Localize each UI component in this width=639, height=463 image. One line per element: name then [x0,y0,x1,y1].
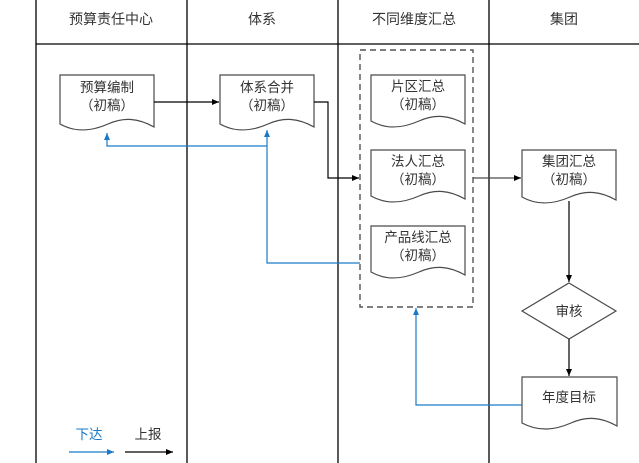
document-shape [370,225,466,279]
document-shape [219,74,315,131]
node-system-merge[interactable]: 体系合并 （初稿） [219,74,315,131]
node-sublabel: （初稿） [240,97,294,114]
node-label: 年度目标 [542,390,596,406]
node-sublabel: （初稿） [80,97,134,114]
node-label: 片区汇总 [391,79,445,95]
arrow-dimension-to-system [264,130,360,264]
document-shape [370,149,466,203]
lane-title-system: 体系 [248,12,276,28]
node-group-summary[interactable]: 集团汇总 （初稿） [521,149,617,204]
legend-down-label: 下达 [76,427,103,443]
down-flow-arrows [104,130,522,406]
node-label: 法人汇总 [391,154,445,170]
document-shape [521,149,617,204]
node-label: 体系合并 [240,80,294,96]
lane-title-budget-center: 预算责任中心 [69,12,153,28]
node-label: 集团汇总 [542,154,596,170]
node-label: 预算编制 [80,80,134,96]
node-sublabel: （初稿） [391,247,445,264]
node-product-summary[interactable]: 产品线汇总 （初稿） [370,225,466,279]
node-budget-draft[interactable]: 预算编制 （初稿） [59,74,155,131]
node-sublabel: （初稿） [542,171,596,188]
arrow-target-to-dimension [413,308,522,406]
lane-title-dimension-summary: 不同维度汇总 [372,12,456,28]
document-shape [521,376,618,430]
node-label: 产品线汇总 [384,230,452,246]
node-annual-target[interactable]: 年度目标 [521,376,618,430]
node-region-summary[interactable]: 片区汇总 （初稿） [370,74,466,128]
node-legal-summary[interactable]: 法人汇总 （初稿） [370,149,466,203]
lane-title-group: 集团 [550,11,578,28]
up-flow-arrows [154,99,572,376]
arrow-system-to-budget [104,133,267,147]
arrow-system-to-dimension [314,101,359,181]
document-shape [370,74,466,128]
node-review[interactable]: 审核 [520,282,618,340]
node-sublabel: （初稿） [391,171,445,188]
node-label: 审核 [556,304,583,320]
lane-grid [35,0,639,463]
legend: 下达 上报 [69,427,173,455]
node-sublabel: （初稿） [391,96,445,113]
document-shape [59,74,155,131]
legend-up-label: 上报 [135,427,162,443]
